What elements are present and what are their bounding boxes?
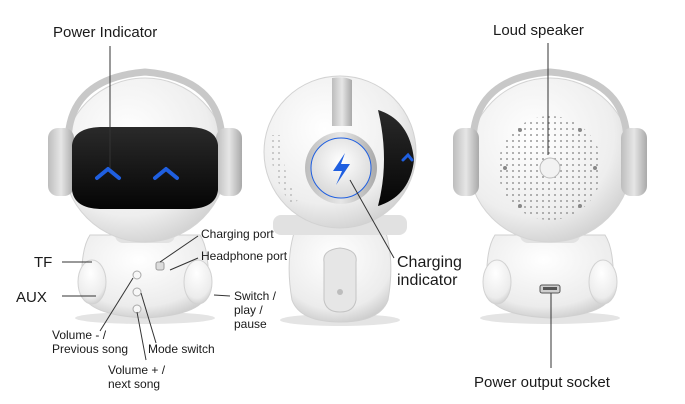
label-tf: TF — [34, 254, 53, 271]
leader-lines — [62, 43, 552, 368]
label-volume-plus: Volume + / next song — [108, 363, 166, 392]
label-volume-minus: Volume - / Previous song — [52, 328, 129, 357]
label-headphone-port: Headphone port — [201, 249, 288, 263]
label-loud-speaker: Loud speaker — [493, 22, 584, 39]
side-view — [263, 75, 417, 326]
label-volume-minus-line2: Previous song — [52, 341, 129, 356]
label-power-indicator: Power Indicator — [53, 24, 158, 41]
label-charging-indicator-line2: indicator — [397, 272, 458, 290]
label-switch-line3: pause — [234, 316, 267, 331]
label-power-output-socket: Power output socket — [474, 374, 610, 391]
label-volume-plus-line1: Volume + / — [108, 363, 166, 377]
label-charging-indicator-line1: Charging — [397, 254, 462, 271]
label-charging-port: Charging port — [201, 227, 274, 241]
label-switch-line2: play / — [234, 302, 263, 317]
label-aux: AUX — [16, 289, 47, 306]
lightning-bolt-icon — [333, 153, 350, 185]
label-switch-play-pause: Switch / play / pause — [234, 289, 277, 331]
front-view — [48, 68, 242, 324]
label-switch-line1: Switch / — [234, 289, 277, 303]
label-charging-indicator: Charging indicator — [397, 254, 462, 291]
label-mode-switch: Mode switch — [148, 342, 215, 356]
label-volume-plus-line2: next song — [108, 376, 161, 391]
back-view — [453, 68, 647, 324]
label-volume-minus-line1: Volume - / — [52, 328, 107, 342]
